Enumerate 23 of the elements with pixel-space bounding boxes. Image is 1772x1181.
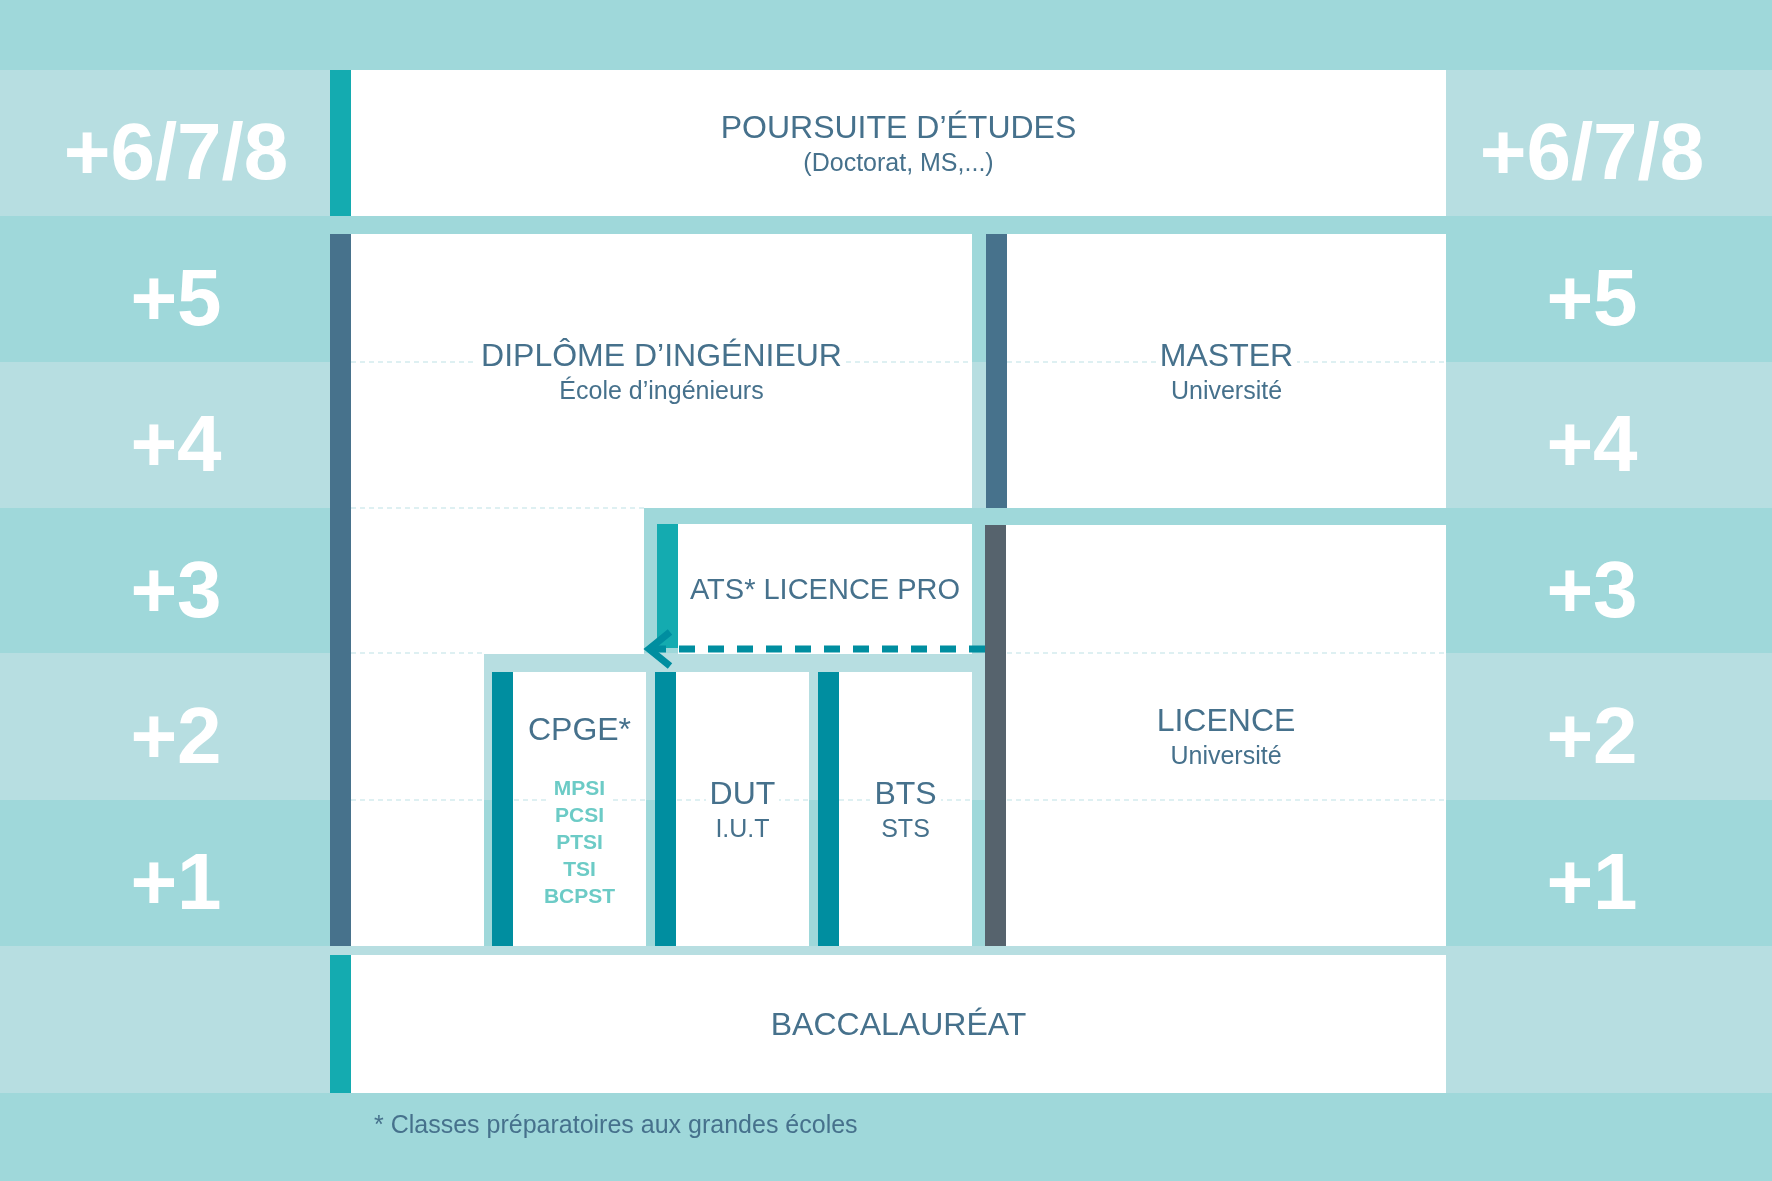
program-box: [818, 672, 972, 946]
year-label: +2: [1546, 695, 1638, 776]
footnote: * Classes préparatoires aux grandes écoles: [374, 1109, 858, 1139]
program-box: [986, 234, 1446, 508]
year-label: +1: [130, 842, 222, 922]
program-box: [330, 955, 1446, 1093]
program-box: [330, 70, 1446, 216]
year-label: +3: [1546, 549, 1638, 630]
program-box: [655, 672, 809, 946]
year-label: +1: [1546, 842, 1638, 922]
dashed-arrow: [645, 628, 985, 670]
year-label: +5: [1546, 258, 1638, 338]
year-label: +3: [130, 549, 222, 630]
year-label: +5: [130, 258, 222, 338]
year-label: +2: [130, 695, 222, 776]
year-label: +4: [1546, 404, 1638, 484]
year-label: +6/7/8: [1479, 112, 1705, 192]
program-box: [657, 524, 972, 654]
year-label: +4: [130, 404, 222, 484]
year-label: +6/7/8: [63, 112, 289, 192]
program-box: [985, 525, 1446, 946]
program-box: [492, 672, 646, 946]
program-box: [330, 234, 972, 946]
